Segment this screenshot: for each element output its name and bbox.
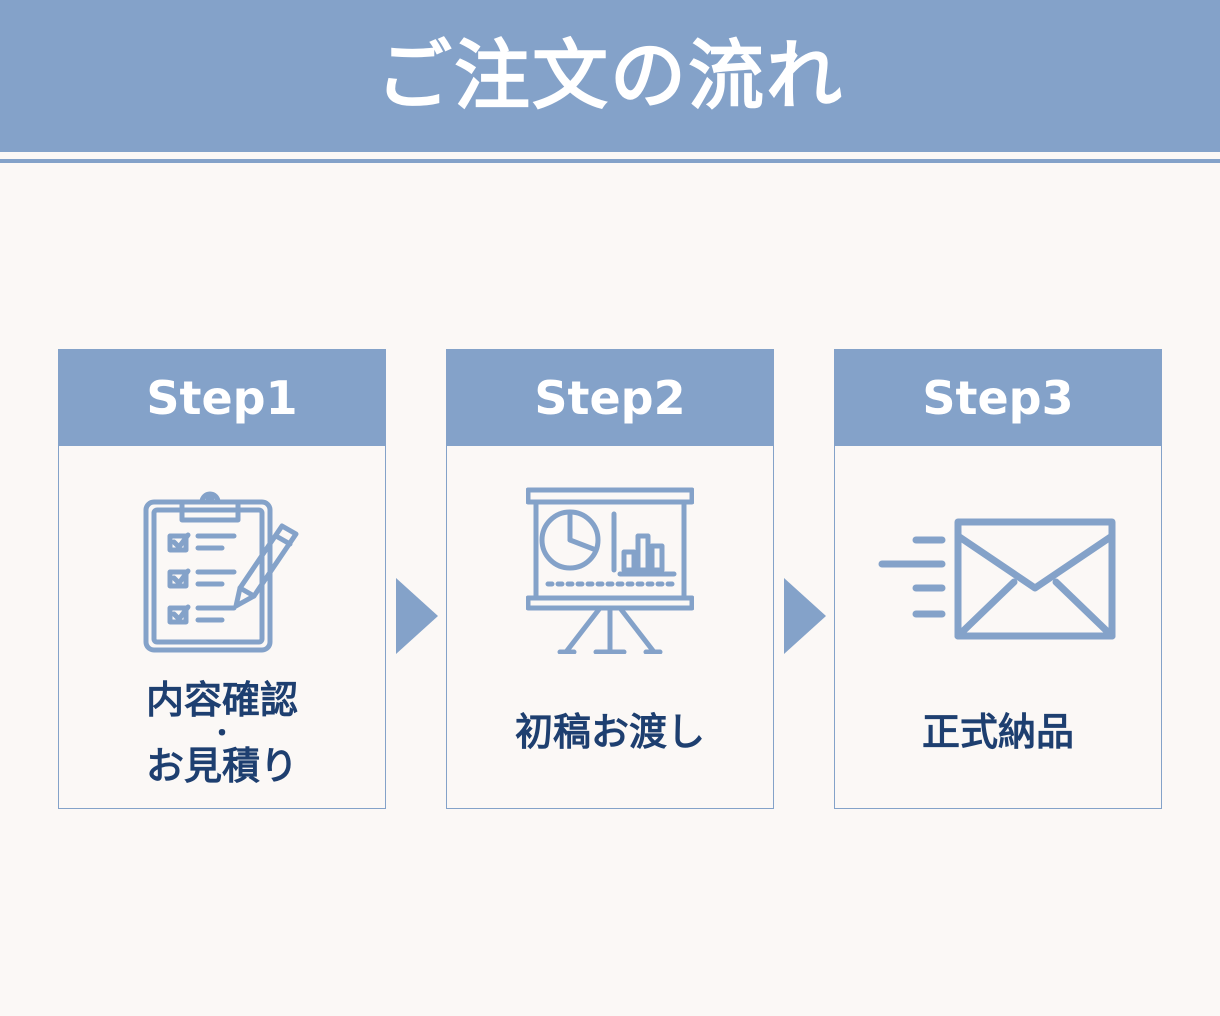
- step-arrow-2: [784, 578, 826, 654]
- step-header-3: Step3: [835, 350, 1161, 446]
- step-label-1-line-1: 内容確認: [145, 678, 298, 722]
- step-label-3: 正式納品: [835, 710, 1161, 756]
- header-bar: ご注文の流れ: [0, 0, 1220, 152]
- step-label-2-line-1: 初稿お渡し: [514, 710, 705, 754]
- step-label-2: 初稿お渡し: [447, 710, 773, 756]
- header-divider: [0, 159, 1220, 163]
- step-label-3-line-1: 正式納品: [921, 710, 1074, 754]
- step-heading-2: Step2: [534, 371, 686, 425]
- envelope-sending-icon: [835, 516, 1161, 640]
- step-card-3: Step3 正式納品: [834, 349, 1162, 809]
- step-label-1: 内容確認 ・ お見積り: [59, 678, 385, 790]
- step-label-1-line-2: ・: [208, 718, 235, 749]
- step-label-1-line-3: お見積り: [145, 744, 298, 789]
- step-header-1: Step1: [59, 350, 385, 446]
- step-header-2: Step2: [447, 350, 773, 446]
- presentation-board-icon: [447, 486, 773, 654]
- step-card-1: Step1 内容確認: [58, 349, 386, 809]
- step-card-2: Step2: [446, 349, 774, 809]
- clipboard-checklist-icon: [59, 486, 385, 654]
- step-heading-3: Step3: [922, 371, 1074, 425]
- step-heading-1: Step1: [146, 371, 298, 425]
- page-title: ご注文の流れ: [376, 31, 844, 120]
- step-arrow-1: [396, 578, 438, 654]
